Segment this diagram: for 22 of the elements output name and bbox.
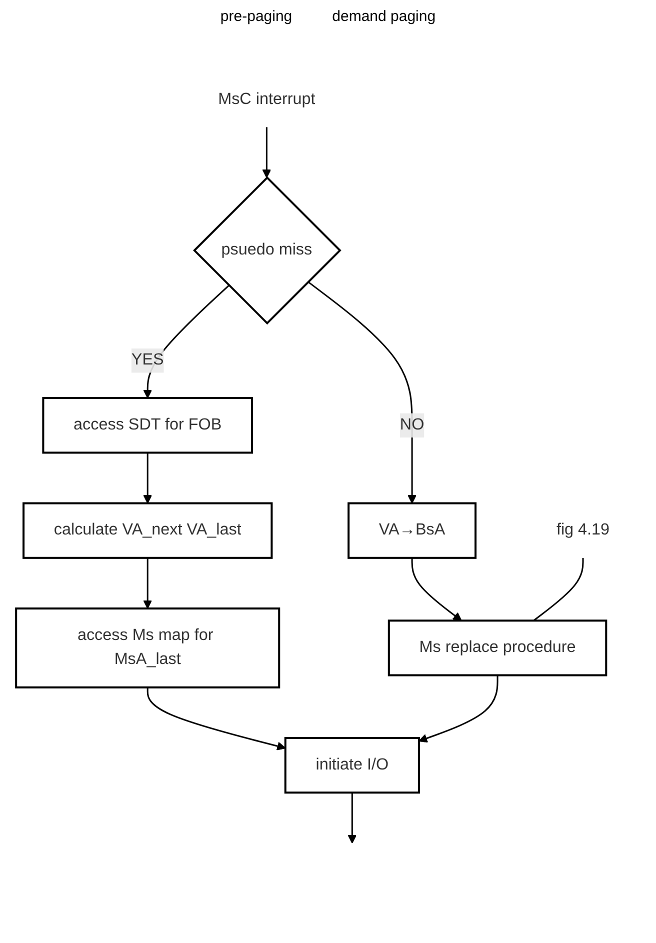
- edge-label: YES: [131, 352, 164, 369]
- connector: [533, 558, 584, 622]
- node-box: Ms replace procedure: [388, 620, 608, 676]
- node-box: access SDT for FOB: [42, 397, 254, 454]
- node-box: calculate VA_next VA_last: [22, 502, 273, 559]
- annotation-text: pre-paging: [220, 8, 292, 25]
- edge-label: NO: [400, 416, 424, 434]
- node-box: initiate I/O: [284, 736, 420, 794]
- node-box: access Ms map for MsA_last: [15, 607, 280, 688]
- arrow: [411, 558, 462, 622]
- arrow: [348, 792, 357, 844]
- arrow: [418, 675, 498, 743]
- arrow: [143, 452, 152, 504]
- node-diamond: psuedo miss: [193, 176, 342, 325]
- node-box: VA→BsA: [348, 502, 477, 559]
- node-text: fig 4.19: [556, 521, 610, 539]
- arrow: [143, 558, 152, 609]
- arrow: [308, 281, 416, 504]
- arrow: [262, 127, 272, 178]
- node-text: MsC interrupt: [218, 90, 316, 108]
- arrow: [146, 687, 286, 750]
- annotation-text: demand paging: [332, 8, 436, 25]
